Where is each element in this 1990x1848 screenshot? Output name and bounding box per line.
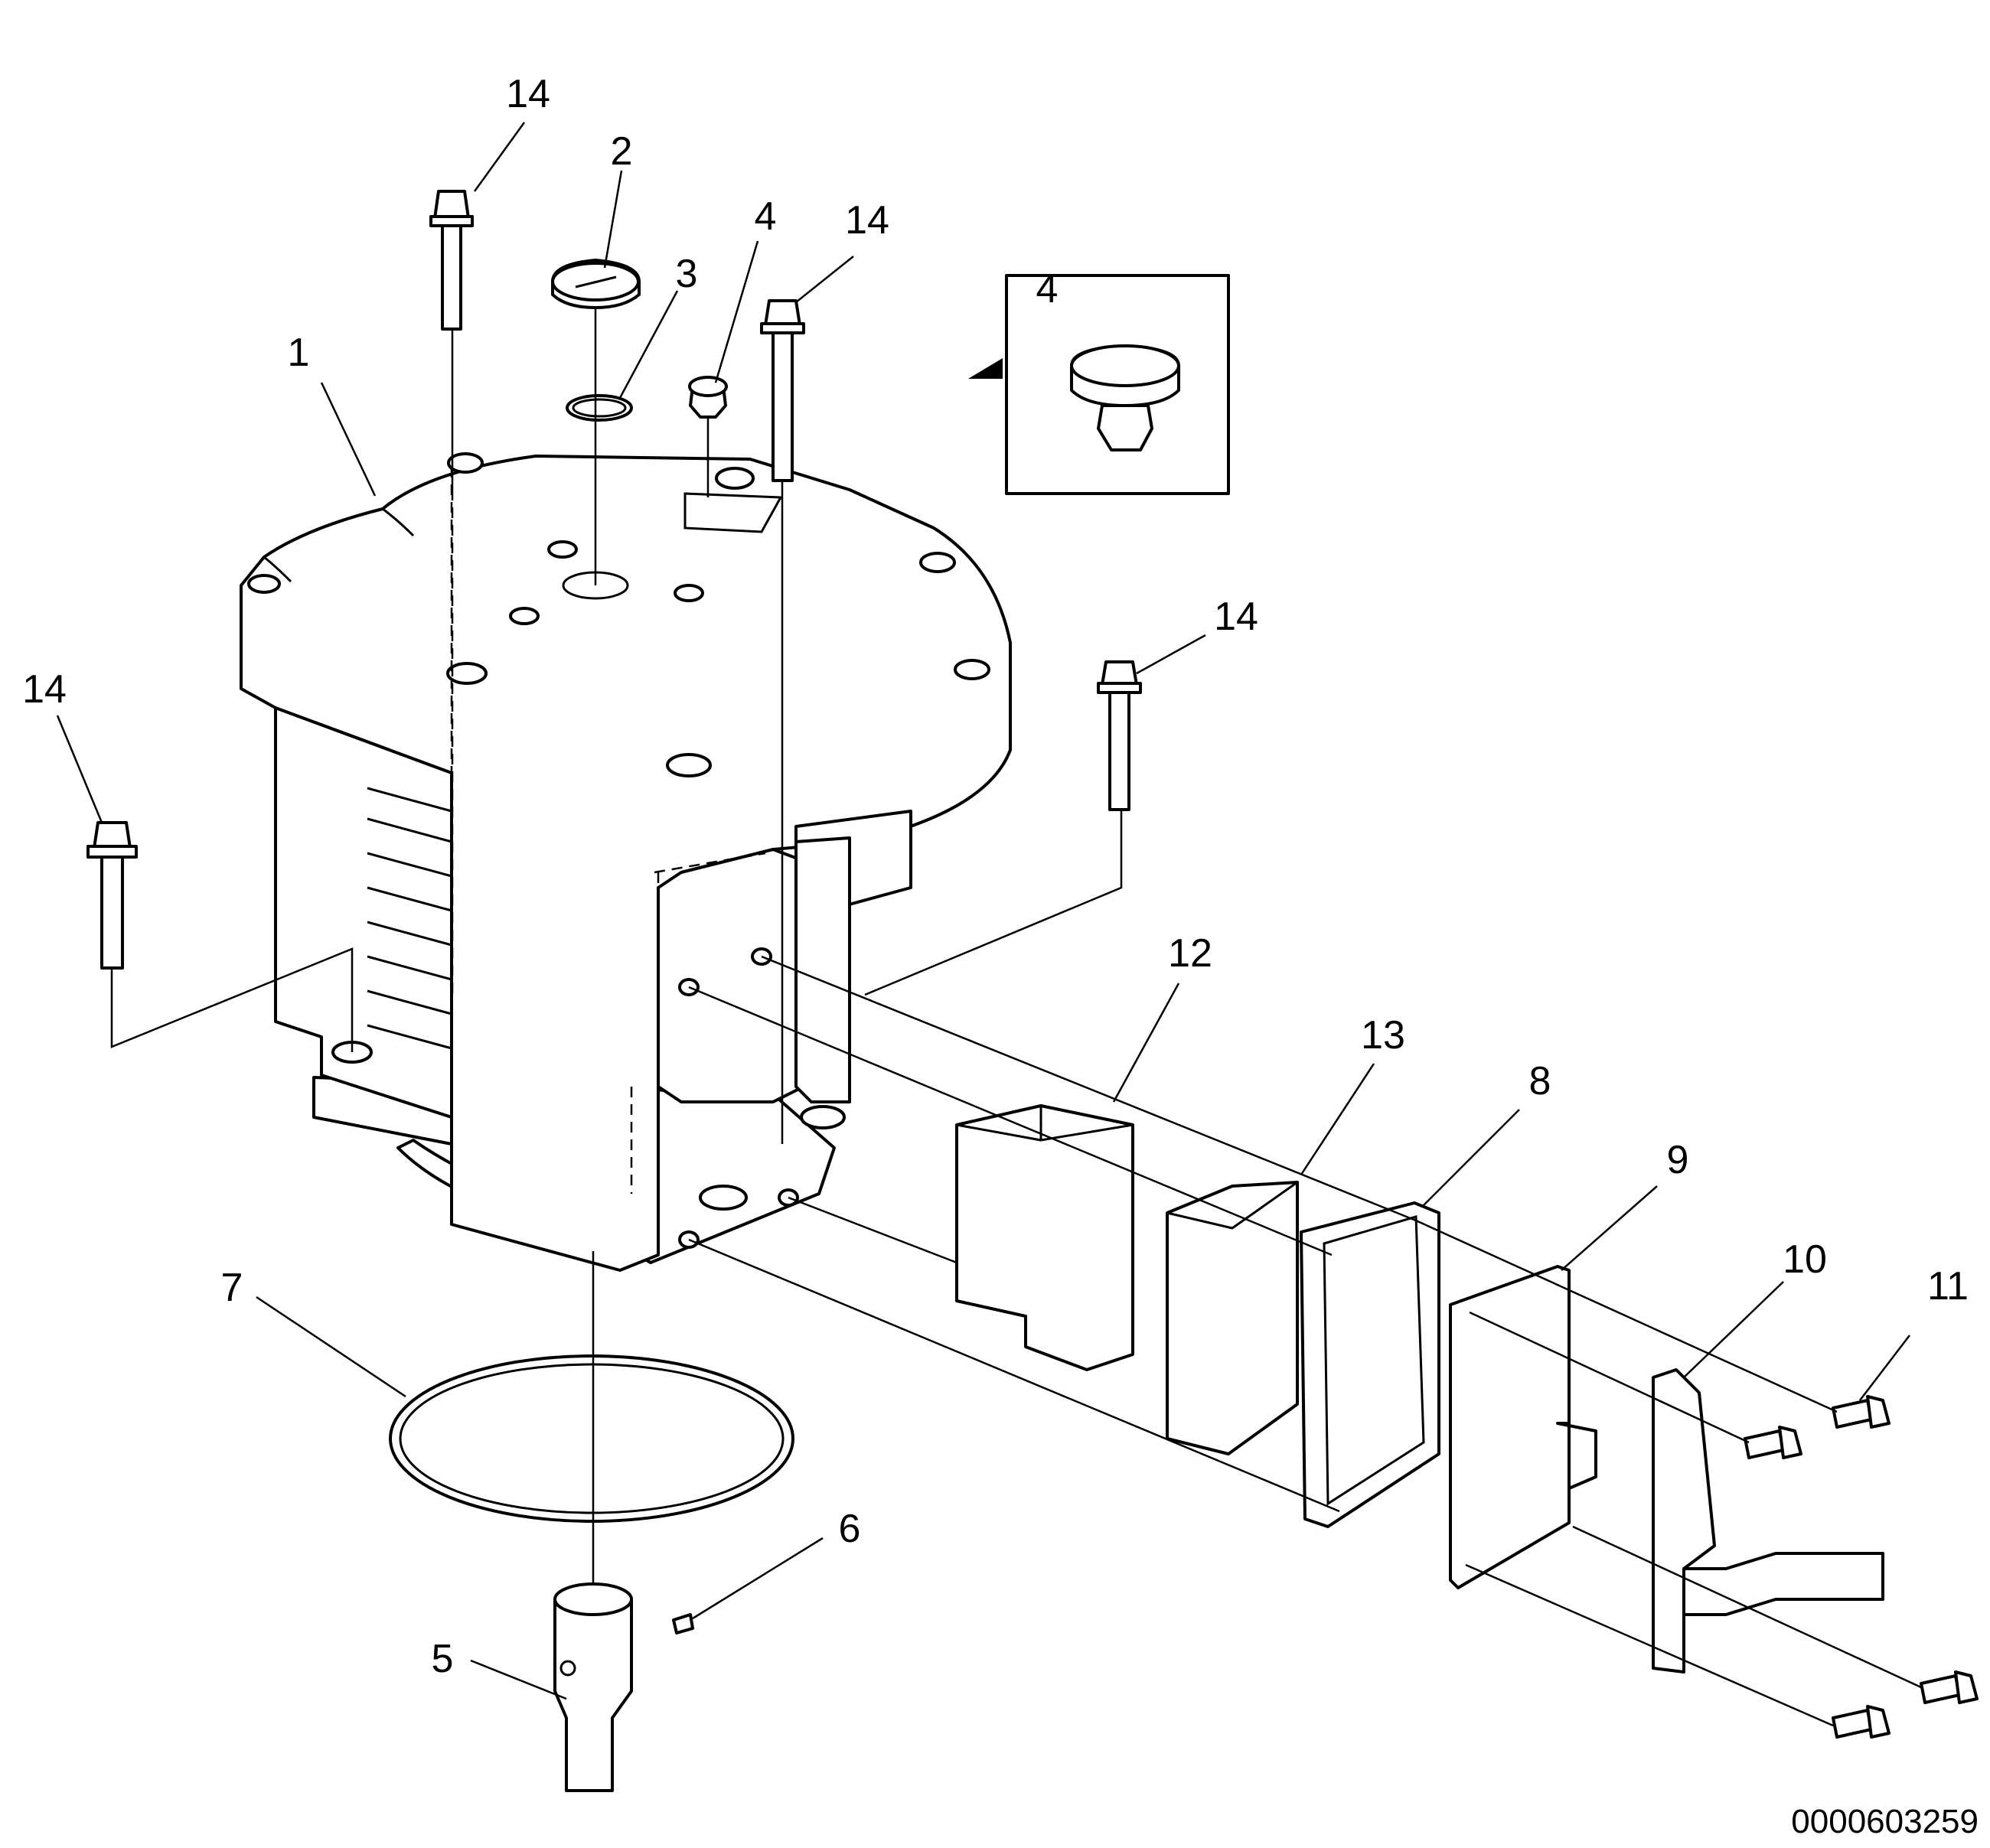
callout-3: 3 bbox=[676, 252, 698, 296]
module-part-13 bbox=[1166, 1181, 1299, 1455]
callout-1: 1 bbox=[288, 331, 310, 375]
large-ring-part-7 bbox=[389, 1354, 794, 1523]
screw-part-11-a bbox=[1832, 1395, 1890, 1429]
bracket-part-10 bbox=[1652, 1368, 1884, 1674]
callout-14-right: 14 bbox=[1214, 595, 1258, 639]
callout-4: 4 bbox=[755, 194, 777, 239]
cap-part-2 bbox=[551, 259, 641, 309]
callout-8: 8 bbox=[1529, 1059, 1551, 1103]
screw-part-11-d bbox=[1832, 1705, 1890, 1739]
callout-13: 13 bbox=[1361, 1013, 1405, 1058]
bolt-part-14-c bbox=[1097, 660, 1142, 811]
callout-labels: 1 2 3 4 14 14 4 14 14 12 13 8 9 10 11 7 … bbox=[22, 72, 1969, 1681]
callout-10: 10 bbox=[1783, 1237, 1827, 1282]
callout-11: 11 bbox=[1927, 1264, 1969, 1309]
plate-part-9 bbox=[1449, 1265, 1597, 1589]
housing-part-1 bbox=[240, 452, 1012, 1272]
callout-14-mid: 14 bbox=[845, 198, 889, 243]
small-ring-part-3 bbox=[566, 394, 633, 422]
bolt-part-14-a bbox=[429, 190, 474, 331]
screw-part-11-b bbox=[1744, 1426, 1802, 1459]
bolt-part-14-d bbox=[86, 821, 138, 970]
document-number: 0000603259 bbox=[1791, 1803, 1979, 1840]
callout-6: 6 bbox=[839, 1507, 861, 1551]
callout-2: 2 bbox=[611, 129, 633, 174]
callout-12: 12 bbox=[1168, 931, 1212, 976]
screw-part-11-c bbox=[1920, 1670, 1979, 1704]
callout-9: 9 bbox=[1667, 1138, 1689, 1182]
cover-block-part-12 bbox=[955, 1104, 1134, 1371]
bolt-part-14-b bbox=[760, 299, 805, 482]
plug-part-4 bbox=[688, 376, 728, 419]
gasket-part-8 bbox=[1300, 1201, 1440, 1528]
pin-part-6 bbox=[672, 1613, 694, 1635]
assembly-lines bbox=[56, 122, 1922, 1727]
callout-14-top: 14 bbox=[506, 72, 550, 116]
callout-4-detail: 4 bbox=[1036, 267, 1059, 311]
detail-view-box bbox=[968, 274, 1230, 495]
callout-5: 5 bbox=[432, 1637, 454, 1681]
callout-14-left: 14 bbox=[22, 667, 67, 712]
callout-7: 7 bbox=[221, 1266, 243, 1310]
shaft-part-5 bbox=[553, 1582, 633, 1792]
